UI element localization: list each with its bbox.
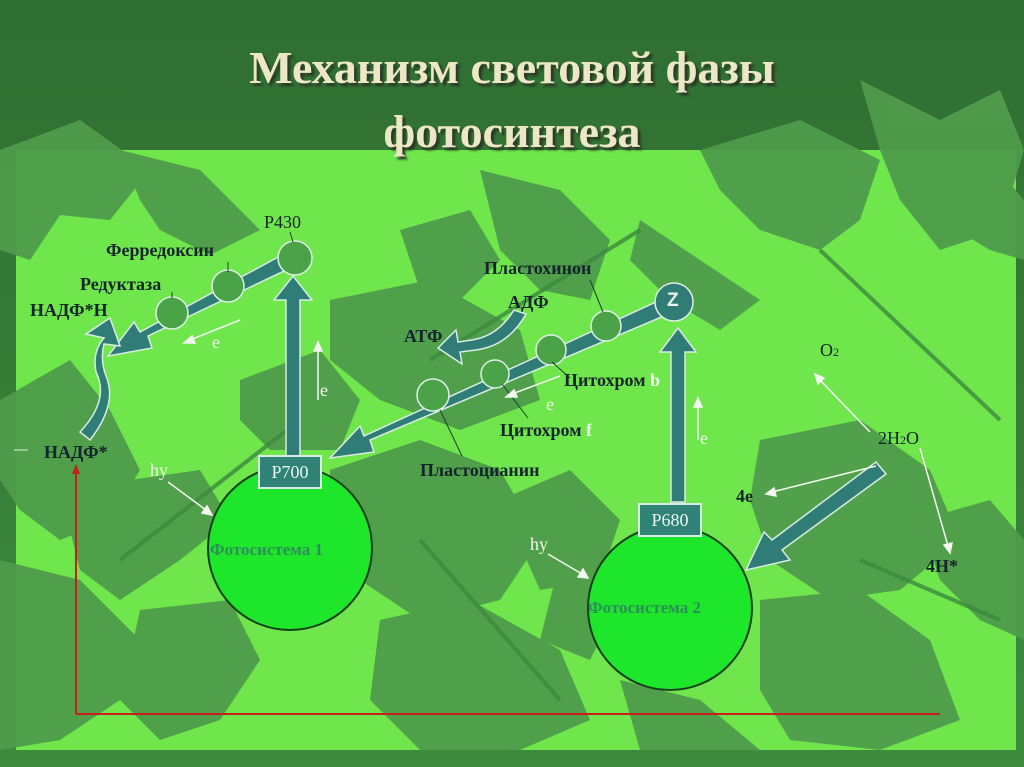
light-label-ps1: hy	[150, 460, 168, 480]
reductase-label: Редуктаза	[80, 274, 162, 294]
light-label-ps2: hy	[530, 534, 548, 554]
electron-label-2: e	[212, 332, 220, 352]
slide-title-line-2: фотосинтеза	[383, 106, 641, 157]
photosystem-2-label: Фотосистема 2	[588, 598, 701, 617]
p700-box: P700	[258, 455, 322, 489]
p680-to-z-arrow	[658, 326, 698, 503]
pointer-lines	[171, 231, 604, 457]
electron-label-1: e	[320, 380, 328, 400]
adp-carrier	[535, 334, 567, 366]
nadp-to-nadph-curved-arrow	[78, 316, 122, 442]
cytochrome-f-label: Цитохром f	[500, 420, 592, 440]
p680-box: P680	[638, 503, 702, 537]
cytochrome-b-label: Цитохром b	[564, 370, 660, 390]
leaf-veins	[118, 228, 1002, 702]
electron-arrows	[167, 319, 953, 579]
p430-carrier	[277, 240, 313, 276]
water-to-ps2-arrow	[744, 460, 888, 572]
electron-label-3: e	[546, 394, 554, 414]
plastocyanin-label: Пластоцианин	[420, 460, 540, 480]
atp-label: АТФ	[404, 326, 443, 346]
four-protons-label: 4H*	[926, 556, 959, 576]
electron-carriers	[155, 240, 622, 412]
cytochrome-b-carrier	[480, 359, 510, 389]
plastoquinone-carrier	[590, 310, 622, 342]
nadph-label: НАДФ*Н	[30, 300, 108, 320]
o2-label: O2	[820, 340, 839, 360]
water-label: 2H2O	[878, 428, 919, 448]
p700-to-p430-arrow	[272, 274, 314, 459]
y-axis-arrowhead	[72, 464, 80, 474]
plastoquinone-label: Пластохинон	[484, 258, 592, 278]
ferredoxin-label: Ферредоксин	[106, 240, 214, 260]
four-electrons-label: 4e	[736, 486, 753, 506]
plastocyanin-carrier	[416, 378, 450, 412]
electron-label-4: e	[700, 428, 708, 448]
reductase-carrier	[155, 296, 189, 330]
leaf-silhouettes	[0, 80, 1024, 750]
z-label: Z	[667, 290, 679, 311]
z-carrier	[654, 282, 694, 322]
ferredoxin-carrier	[211, 269, 245, 303]
photosystem-1-label: Фотосистема 1	[210, 540, 323, 559]
adp-label: АДФ	[508, 292, 549, 312]
p430-label: P430	[264, 212, 302, 232]
slide-title-line-1: Механизм световой фазы	[249, 42, 775, 93]
nadp-label: НАДФ*	[44, 442, 108, 462]
adp-to-atp-curved-arrow	[436, 309, 528, 366]
